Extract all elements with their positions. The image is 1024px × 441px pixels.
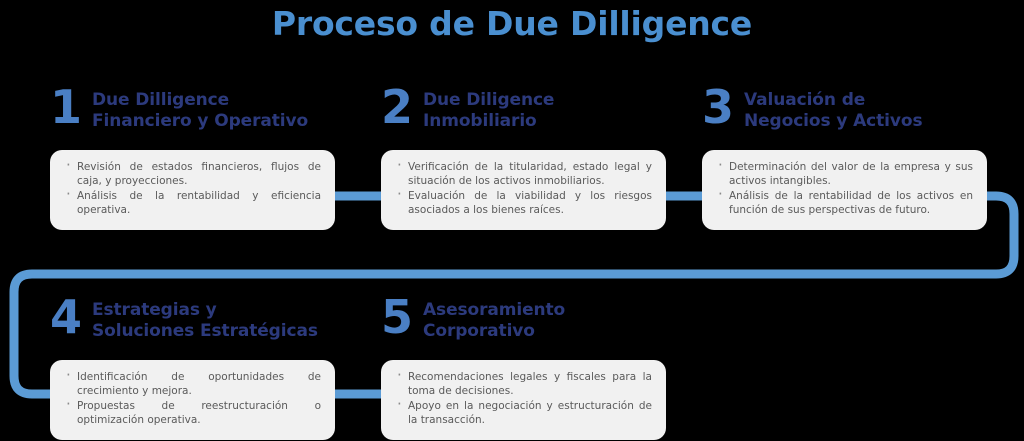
- step-5-title: Asesoramiento Corporativo: [423, 298, 666, 342]
- step-2[interactable]: 2 Due Diligence Inmobiliario Verificació…: [381, 84, 666, 230]
- step-1[interactable]: 1 Due Dilligence Financiero y Operativo …: [50, 84, 335, 230]
- step-2-bullet-2: Evaluación de la viabilidad y los riesgo…: [395, 187, 652, 217]
- step-4-bullet-list: Identificación de oportunidades de creci…: [64, 368, 321, 427]
- step-5[interactable]: 5 Asesoramiento Corporativo Recomendacio…: [381, 294, 666, 440]
- step-1-card: Revisión de estados financieros, flujos …: [50, 150, 335, 230]
- step-1-bullet-list: Revisión de estados financieros, flujos …: [64, 158, 321, 217]
- step-5-header: 5 Asesoramiento Corporativo: [381, 294, 666, 360]
- step-5-bullet-list: Recomendaciones legales y fiscales para …: [395, 368, 652, 427]
- step-5-title-line2: Corporativo: [423, 321, 535, 341]
- step-4-number: 4: [50, 290, 83, 344]
- step-1-title-line1: Due Dilligence: [92, 90, 230, 110]
- step-4-title-line2: Soluciones Estratégicas: [92, 321, 318, 341]
- step-3-bullet-2: Análisis de la rentabilidad de los activ…: [716, 187, 973, 217]
- step-3-card: Determinación del valor de la empresa y …: [702, 150, 987, 230]
- step-2-title: Due Diligence Inmobiliario: [423, 88, 666, 132]
- step-4-title: Estrategias y Soluciones Estratégicas: [92, 298, 335, 342]
- step-3[interactable]: 3 Valuación de Negocios y Activos Determ…: [702, 84, 987, 230]
- step-4-card: Identificación de oportunidades de creci…: [50, 360, 335, 440]
- step-1-bullet-2: Análisis de la rentabilidad y eficiencia…: [64, 187, 321, 217]
- step-2-bullet-1: Verificación de la titularidad, estado l…: [395, 158, 652, 188]
- step-2-number: 2: [381, 80, 414, 134]
- step-2-title-line1: Due Diligence: [423, 90, 555, 110]
- step-3-header: 3 Valuación de Negocios y Activos: [702, 84, 987, 150]
- step-3-title-line2: Negocios y Activos: [744, 111, 923, 131]
- step-3-bullet-list: Determinación del valor de la empresa y …: [716, 158, 973, 217]
- step-5-title-line1: Asesoramiento: [423, 300, 566, 320]
- step-5-card: Recomendaciones legales y fiscales para …: [381, 360, 666, 440]
- step-3-title: Valuación de Negocios y Activos: [744, 88, 987, 132]
- step-1-title-line2: Financiero y Operativo: [92, 111, 309, 131]
- step-1-title: Due Dilligence Financiero y Operativo: [92, 88, 335, 132]
- step-2-header: 2 Due Diligence Inmobiliario: [381, 84, 666, 150]
- step-1-number: 1: [50, 80, 83, 134]
- step-2-card: Verificación de la titularidad, estado l…: [381, 150, 666, 230]
- step-5-number: 5: [381, 290, 414, 344]
- step-4-bullet-1: Identificación de oportunidades de creci…: [64, 368, 321, 398]
- step-4-bullet-2: Propuestas de reestructuración o optimiz…: [64, 397, 321, 427]
- step-4[interactable]: 4 Estrategias y Soluciones Estratégicas …: [50, 294, 335, 440]
- step-5-bullet-1: Recomendaciones legales y fiscales para …: [395, 368, 652, 398]
- step-1-header: 1 Due Dilligence Financiero y Operativo: [50, 84, 335, 150]
- step-4-header: 4 Estrategias y Soluciones Estratégicas: [50, 294, 335, 360]
- step-5-bullet-2: Apoyo en la negociación y estructuración…: [395, 397, 652, 427]
- step-2-title-line2: Inmobiliario: [423, 111, 537, 131]
- page-title: Proceso de Due Dilligence: [271, 4, 753, 43]
- step-3-number: 3: [702, 80, 735, 134]
- step-2-bullet-list: Verificación de la titularidad, estado l…: [395, 158, 652, 217]
- step-4-title-line1: Estrategias y: [92, 300, 217, 320]
- step-3-bullet-1: Determinación del valor de la empresa y …: [716, 158, 973, 188]
- step-1-bullet-1: Revisión de estados financieros, flujos …: [64, 158, 321, 188]
- step-3-title-line1: Valuación de: [744, 90, 866, 110]
